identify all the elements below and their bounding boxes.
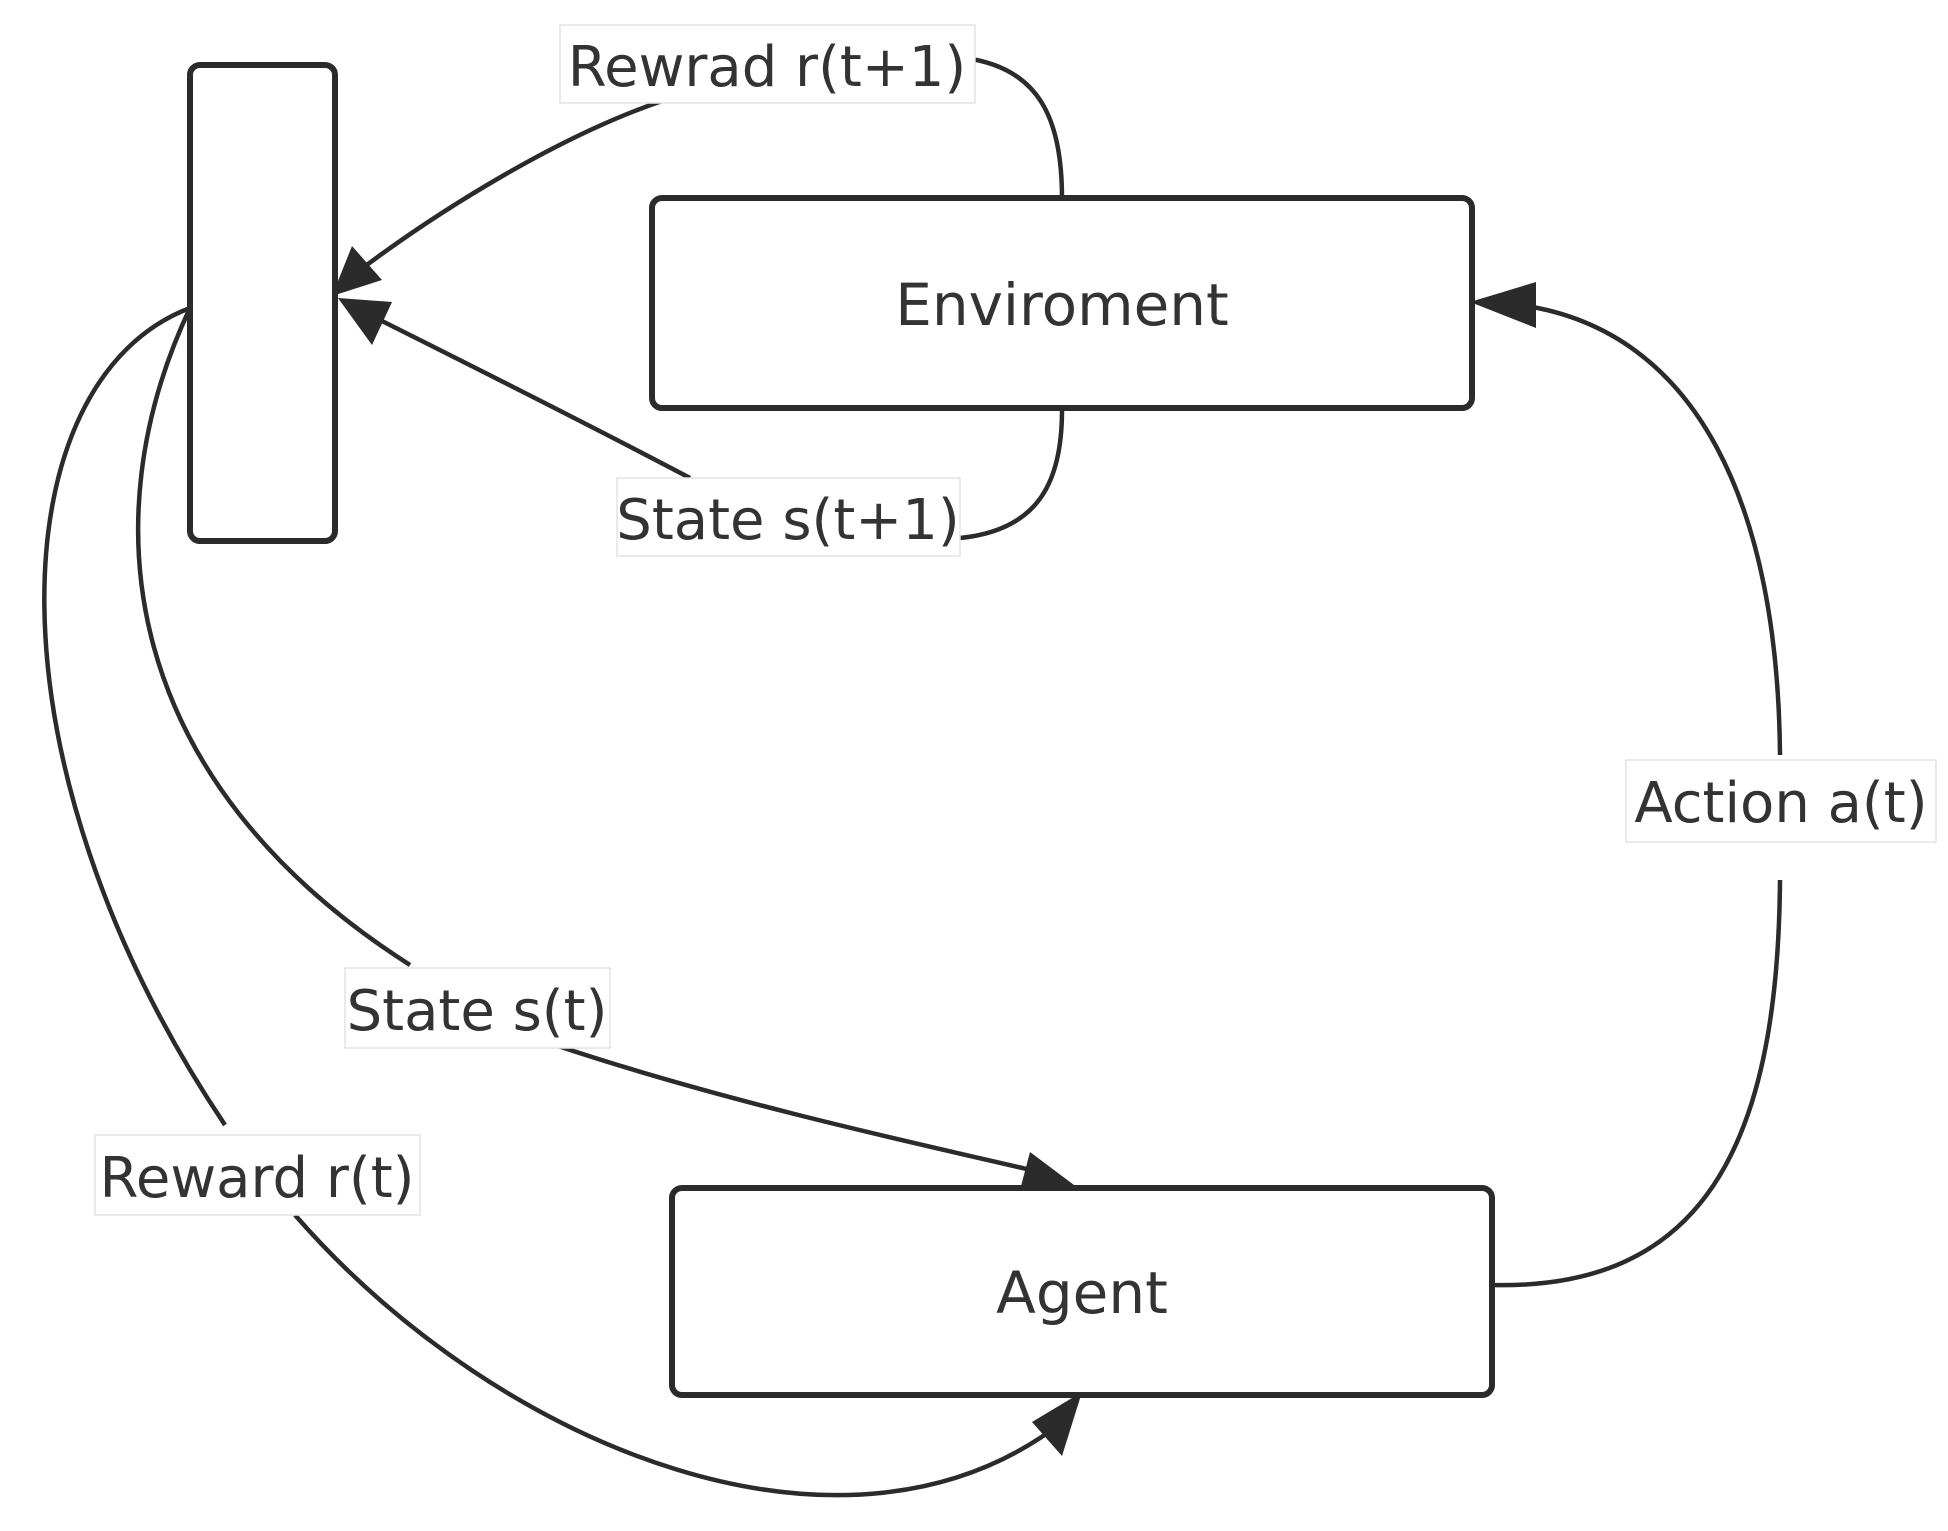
buffer-box <box>187 62 338 544</box>
environment-box <box>649 195 1475 411</box>
agent-label: Agent <box>996 1259 1168 1327</box>
arrowhead-reward-next <box>332 246 382 296</box>
label-reward-next: Rewrad r(t+1) <box>559 24 976 104</box>
label-reward-text: Reward r(t) <box>99 1146 414 1211</box>
arrowhead-state <box>1020 1152 1078 1190</box>
label-action: Action a(t) <box>1625 759 1937 843</box>
arrowhead-action <box>1470 282 1536 328</box>
edge-reward-next <box>358 55 1065 272</box>
label-state-next-text: State s(t+1) <box>616 488 959 553</box>
edge-reward <box>42 305 1067 1498</box>
label-state-next-bg <box>616 477 961 557</box>
label-reward-bg <box>94 1134 421 1216</box>
arrowhead-reward <box>1032 1392 1082 1456</box>
label-state-bg <box>344 967 611 1049</box>
edge-state <box>136 307 1041 1175</box>
label-action-bg <box>1625 759 1937 843</box>
environment-label: Enviroment <box>895 271 1229 339</box>
environment-node: Enviroment <box>649 195 1475 411</box>
label-state-text: State s(t) <box>347 979 608 1044</box>
agent-box <box>669 1185 1495 1398</box>
label-reward-next-text: Rewrad r(t+1) <box>568 35 967 100</box>
label-action-text: Action a(t) <box>1634 771 1927 836</box>
label-reward-next-bg <box>559 24 976 104</box>
edge-action <box>1491 302 1783 1288</box>
arrowhead-state-next <box>338 298 392 345</box>
agent-node: Agent <box>669 1185 1495 1398</box>
label-reward: Reward r(t) <box>94 1134 421 1216</box>
label-state-next: State s(t+1) <box>616 477 961 557</box>
label-state: State s(t) <box>344 967 611 1049</box>
edge-state-next <box>368 312 1065 541</box>
